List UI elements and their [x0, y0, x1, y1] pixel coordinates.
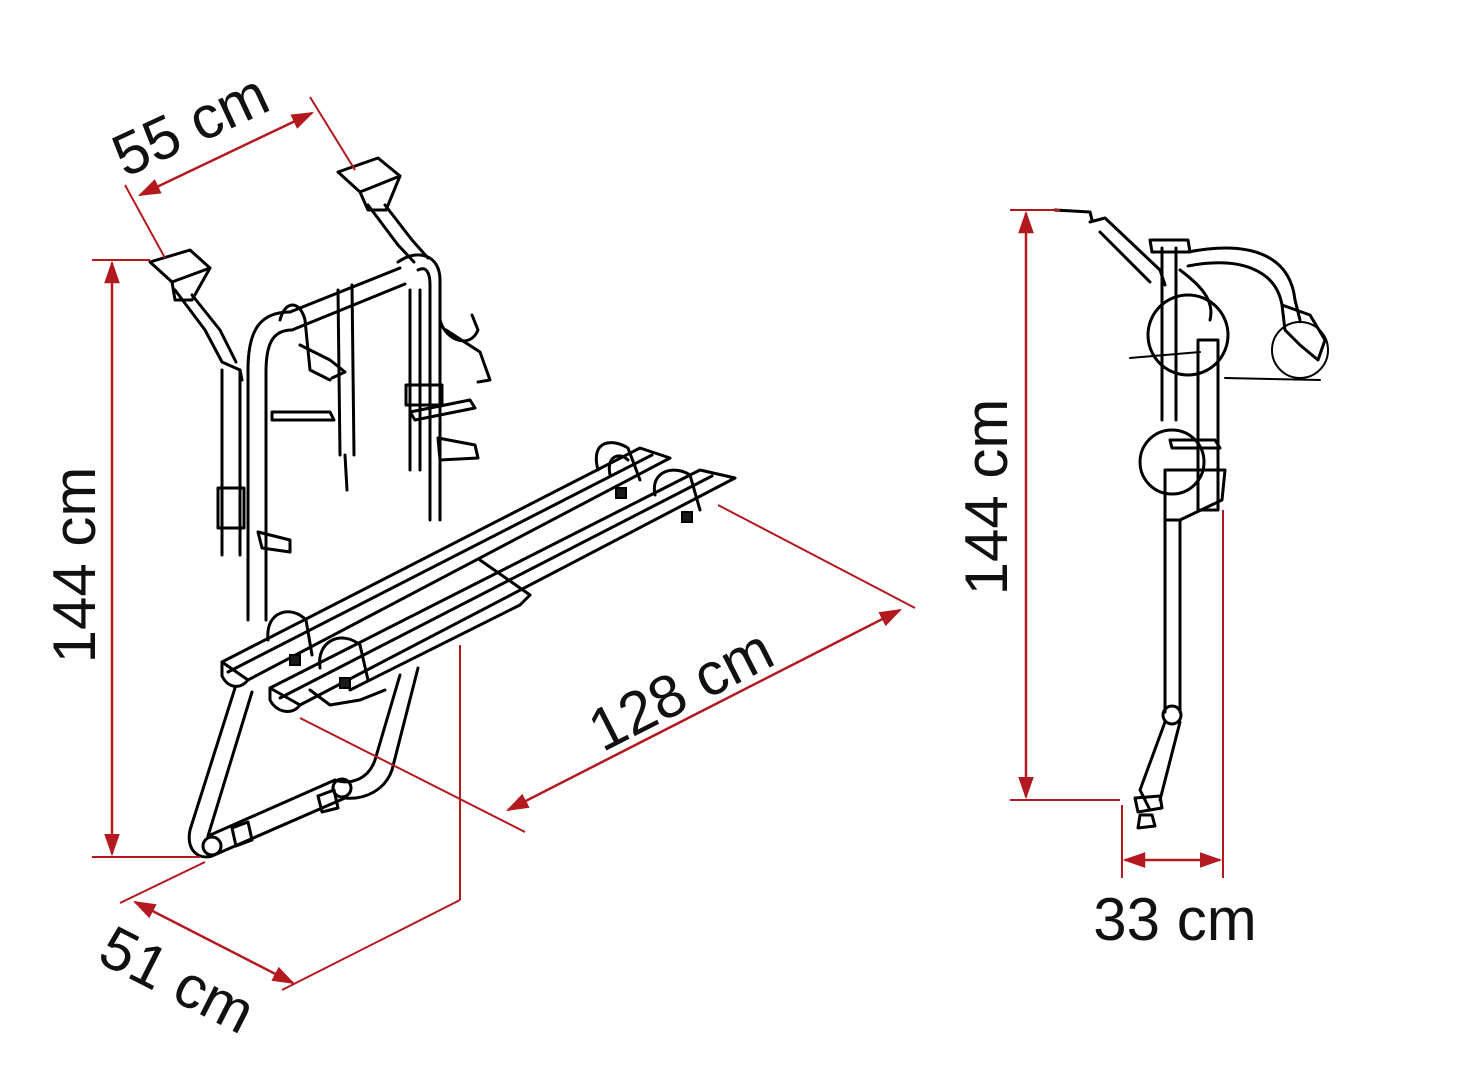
rack-perspective-view: [148, 156, 737, 859]
dimension-label-bottom-depth: 51 cm: [89, 913, 265, 1047]
wheel-straps: [266, 441, 702, 689]
lower-support-legs: [187, 666, 420, 859]
wheel-rails: [220, 446, 737, 713]
dimension-lines: [92, 96, 1224, 991]
frame-holders: [256, 283, 492, 554]
frame-right-upright: [396, 253, 444, 522]
top-mount-right: [336, 156, 430, 264]
rack-side-view: [1053, 208, 1329, 830]
dimension-label-length: 128 cm: [578, 615, 784, 764]
top-mount-left: [148, 248, 244, 382]
dimension-label-height-perspective: 144 cm: [41, 467, 108, 664]
frame-left-upright: [216, 310, 294, 622]
top-crossbar: [288, 266, 407, 332]
dimension-label-side-depth: 33 cm: [1093, 886, 1256, 953]
dimension-label-height-side: 144 cm: [953, 399, 1020, 596]
